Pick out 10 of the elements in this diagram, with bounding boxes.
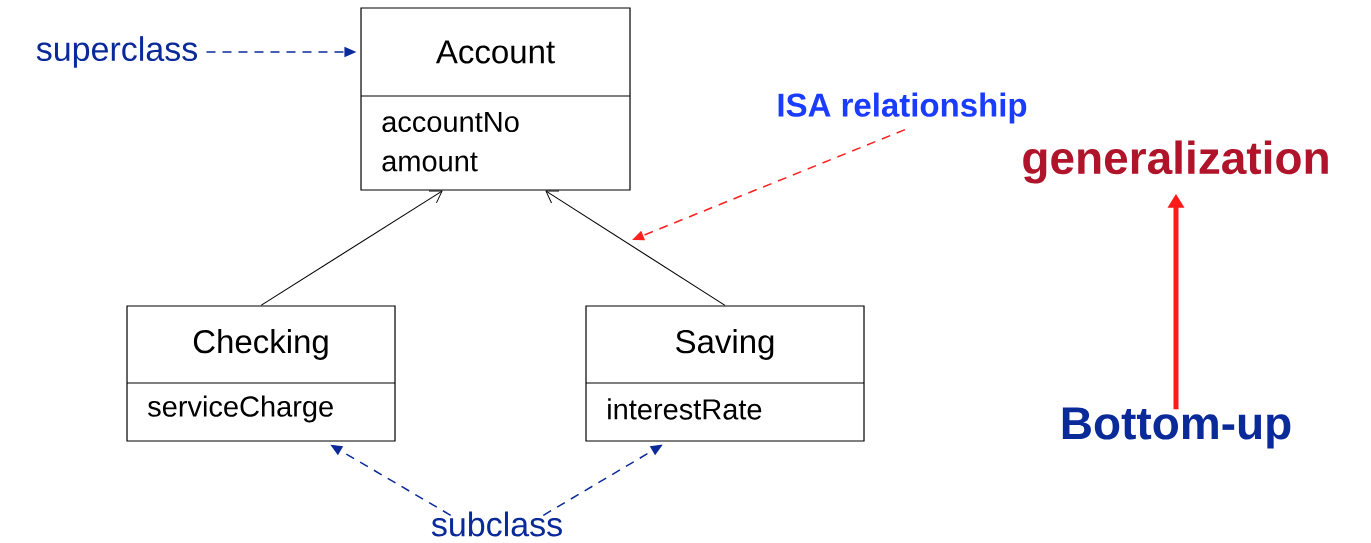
heading-text: generalization bbox=[1023, 140, 1328, 184]
inheritance-arrow bbox=[545, 190, 726, 306]
class-box: Saving interestRate bbox=[585, 305, 865, 442]
class-box: Account accountNo amount bbox=[360, 7, 631, 191]
class-box: Checking serviceCharge bbox=[126, 305, 396, 442]
caption-text: subclass bbox=[431, 511, 562, 537]
caption-text: ISA relationship bbox=[778, 92, 1027, 124]
caption-text: superclass bbox=[36, 36, 197, 68]
inheritance-arrow bbox=[260, 190, 443, 306]
heading-text: Bottom-up bbox=[1062, 407, 1291, 449]
